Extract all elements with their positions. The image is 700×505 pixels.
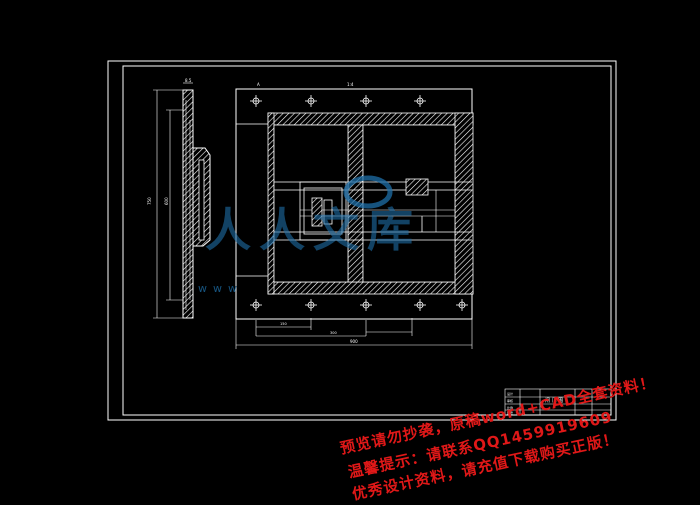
- logo-watermark-url: www: [198, 282, 243, 295]
- title-block-row-3: 比例: [507, 405, 513, 410]
- side-top-dim: 8.5: [185, 78, 192, 83]
- outer-frame: [107, 60, 617, 421]
- plan-top-left-mark: A: [257, 82, 260, 87]
- bolt-holes-bottom: [250, 299, 468, 311]
- plan-view: A 1:4 900 150 300: [235, 82, 474, 349]
- logo-watermark-text: 人人文库: [205, 203, 421, 257]
- side-view: 8.5 750 600: [147, 78, 211, 319]
- plan-inner-dim-b: 300: [330, 331, 337, 335]
- inner-frame: [122, 65, 612, 416]
- side-height-dim-a: 750: [147, 197, 152, 205]
- title-block-row-1: 设计: [507, 391, 513, 396]
- plan-bottom-dim: 900: [350, 339, 358, 344]
- cad-drawing-canvas: 8.5 750 600: [107, 60, 617, 421]
- bolt-holes-top: [250, 95, 426, 107]
- title-block-row-4: 图号: [507, 410, 513, 415]
- plan-inner-dim-a: 150: [280, 322, 287, 326]
- side-height-dim-b: 600: [164, 197, 169, 205]
- logo-watermark: 人人文库 www: [198, 175, 421, 295]
- title-block-name: 闸 门 图: [545, 397, 563, 404]
- plan-top-dim: 1:4: [347, 82, 354, 87]
- title-block-row-2: 审核: [507, 398, 513, 403]
- title-block: [504, 388, 612, 416]
